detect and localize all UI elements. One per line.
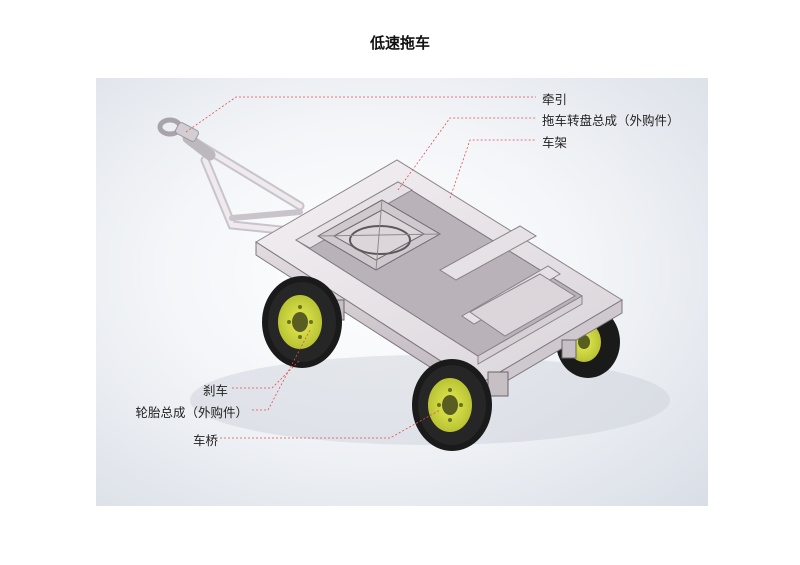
label-brake: 刹车 [202,383,228,398]
label-axle: 车桥 [192,433,218,448]
diagram-title: 低速拖车 [369,34,430,52]
front-right-wheel [412,359,492,451]
label-traction: 牵引 [542,92,568,107]
label-turntable: 拖车转盘总成（外购件） [542,113,680,128]
tow-eye [157,117,199,142]
label-frame: 车架 [542,135,568,150]
leader-lines [185,96,536,439]
front-left-wheel [262,276,342,368]
turntable [316,199,442,271]
tow-bar [182,132,305,237]
label-tire: 轮胎总成（外购件） [135,405,248,420]
rear-plate [469,273,576,337]
